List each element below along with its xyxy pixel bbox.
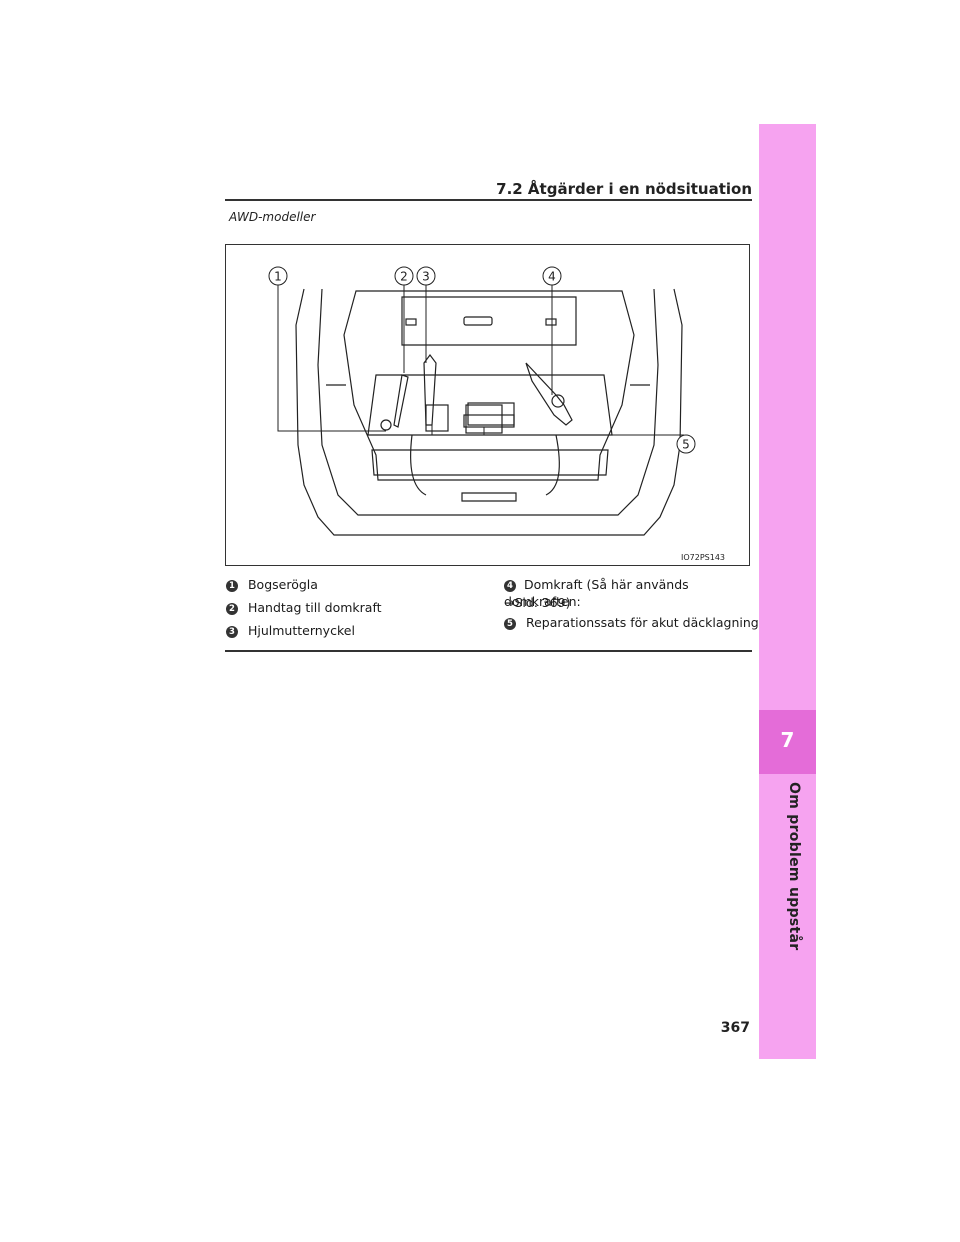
legend-item-4: 4 Domkraft (Så här används domkraften: [504,576,754,610]
legend-number: 2 [226,603,238,615]
legend-text: Bogserögla [247,577,318,592]
legend-text: Handtag till domkraft [247,600,382,615]
section-title: 7.2 Åtgärder i en nödsituation [496,180,752,198]
page-number: 367 [720,1020,750,1036]
chapter-title: Om problem uppstår [786,782,802,951]
legend-number: 5 [504,618,516,630]
chapter-side-tab-active [759,710,816,774]
callout-1: 1 [274,270,282,284]
legend-text: Hjulmutternyckel [247,623,355,638]
chapter-number: 7 [780,728,795,752]
callout-3: 3 [422,270,430,284]
bottom-rule [225,650,752,652]
chapter-side-tab [759,124,816,1059]
legend-item-2: 2 Handtag till domkraft [226,599,382,616]
legend-number: 4 [504,580,516,592]
legend-item-4-continuation: →Sid. 369) [504,595,571,610]
trunk-illustration: 1 2 3 4 5 IO72PS143 [225,244,750,566]
legend-item-3: 3 Hjulmutternyckel [226,622,355,639]
legend-text: Reparationssats för akut däcklagning [525,615,759,630]
callout-4: 4 [548,270,556,284]
legend-item-1: 1 Bogserögla [226,576,318,593]
callout-2: 2 [400,270,408,284]
legend-number: 3 [226,626,238,638]
callout-5: 5 [682,438,690,452]
header-rule [225,199,752,201]
legend-text: Domkraft (Så här används domkraften: [504,577,689,609]
trunk-drawing: 1 2 3 4 5 [268,266,696,536]
figure-code: IO72PS143 [680,553,725,562]
subheading: AWD-modeller [229,210,316,224]
legend-number: 1 [226,580,238,592]
legend-item-5: 5 Reparationssats för akut däcklagning [504,614,759,631]
